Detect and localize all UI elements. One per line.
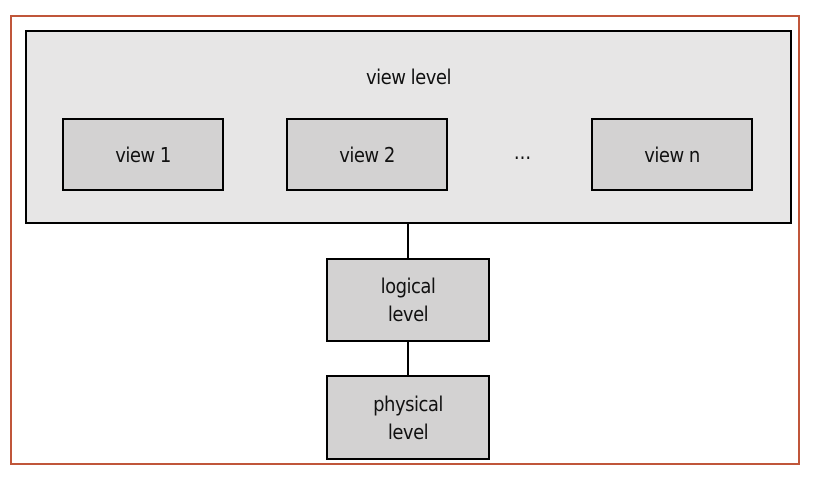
view-2-box: view 2 <box>286 118 448 191</box>
logical-level-line1: logical <box>380 274 436 298</box>
physical-level-line1: physical <box>373 391 443 416</box>
view-n-label: view n <box>644 142 700 167</box>
view-1-box: view 1 <box>62 118 224 191</box>
physical-level-line2: level <box>387 419 429 444</box>
view-level-label: view level <box>366 65 451 89</box>
view-2-label: view 2 <box>339 142 395 167</box>
logical-level-line2: level <box>387 302 429 326</box>
view-n-box: view n <box>591 118 753 191</box>
views-ellipsis: ... <box>513 140 532 164</box>
logical-to-physical-connector <box>407 342 409 376</box>
logical-level-box: logical level <box>326 258 490 342</box>
view-to-logical-connector <box>407 224 409 259</box>
view-1-label: view 1 <box>115 142 171 167</box>
physical-level-box: physical level <box>326 375 490 460</box>
